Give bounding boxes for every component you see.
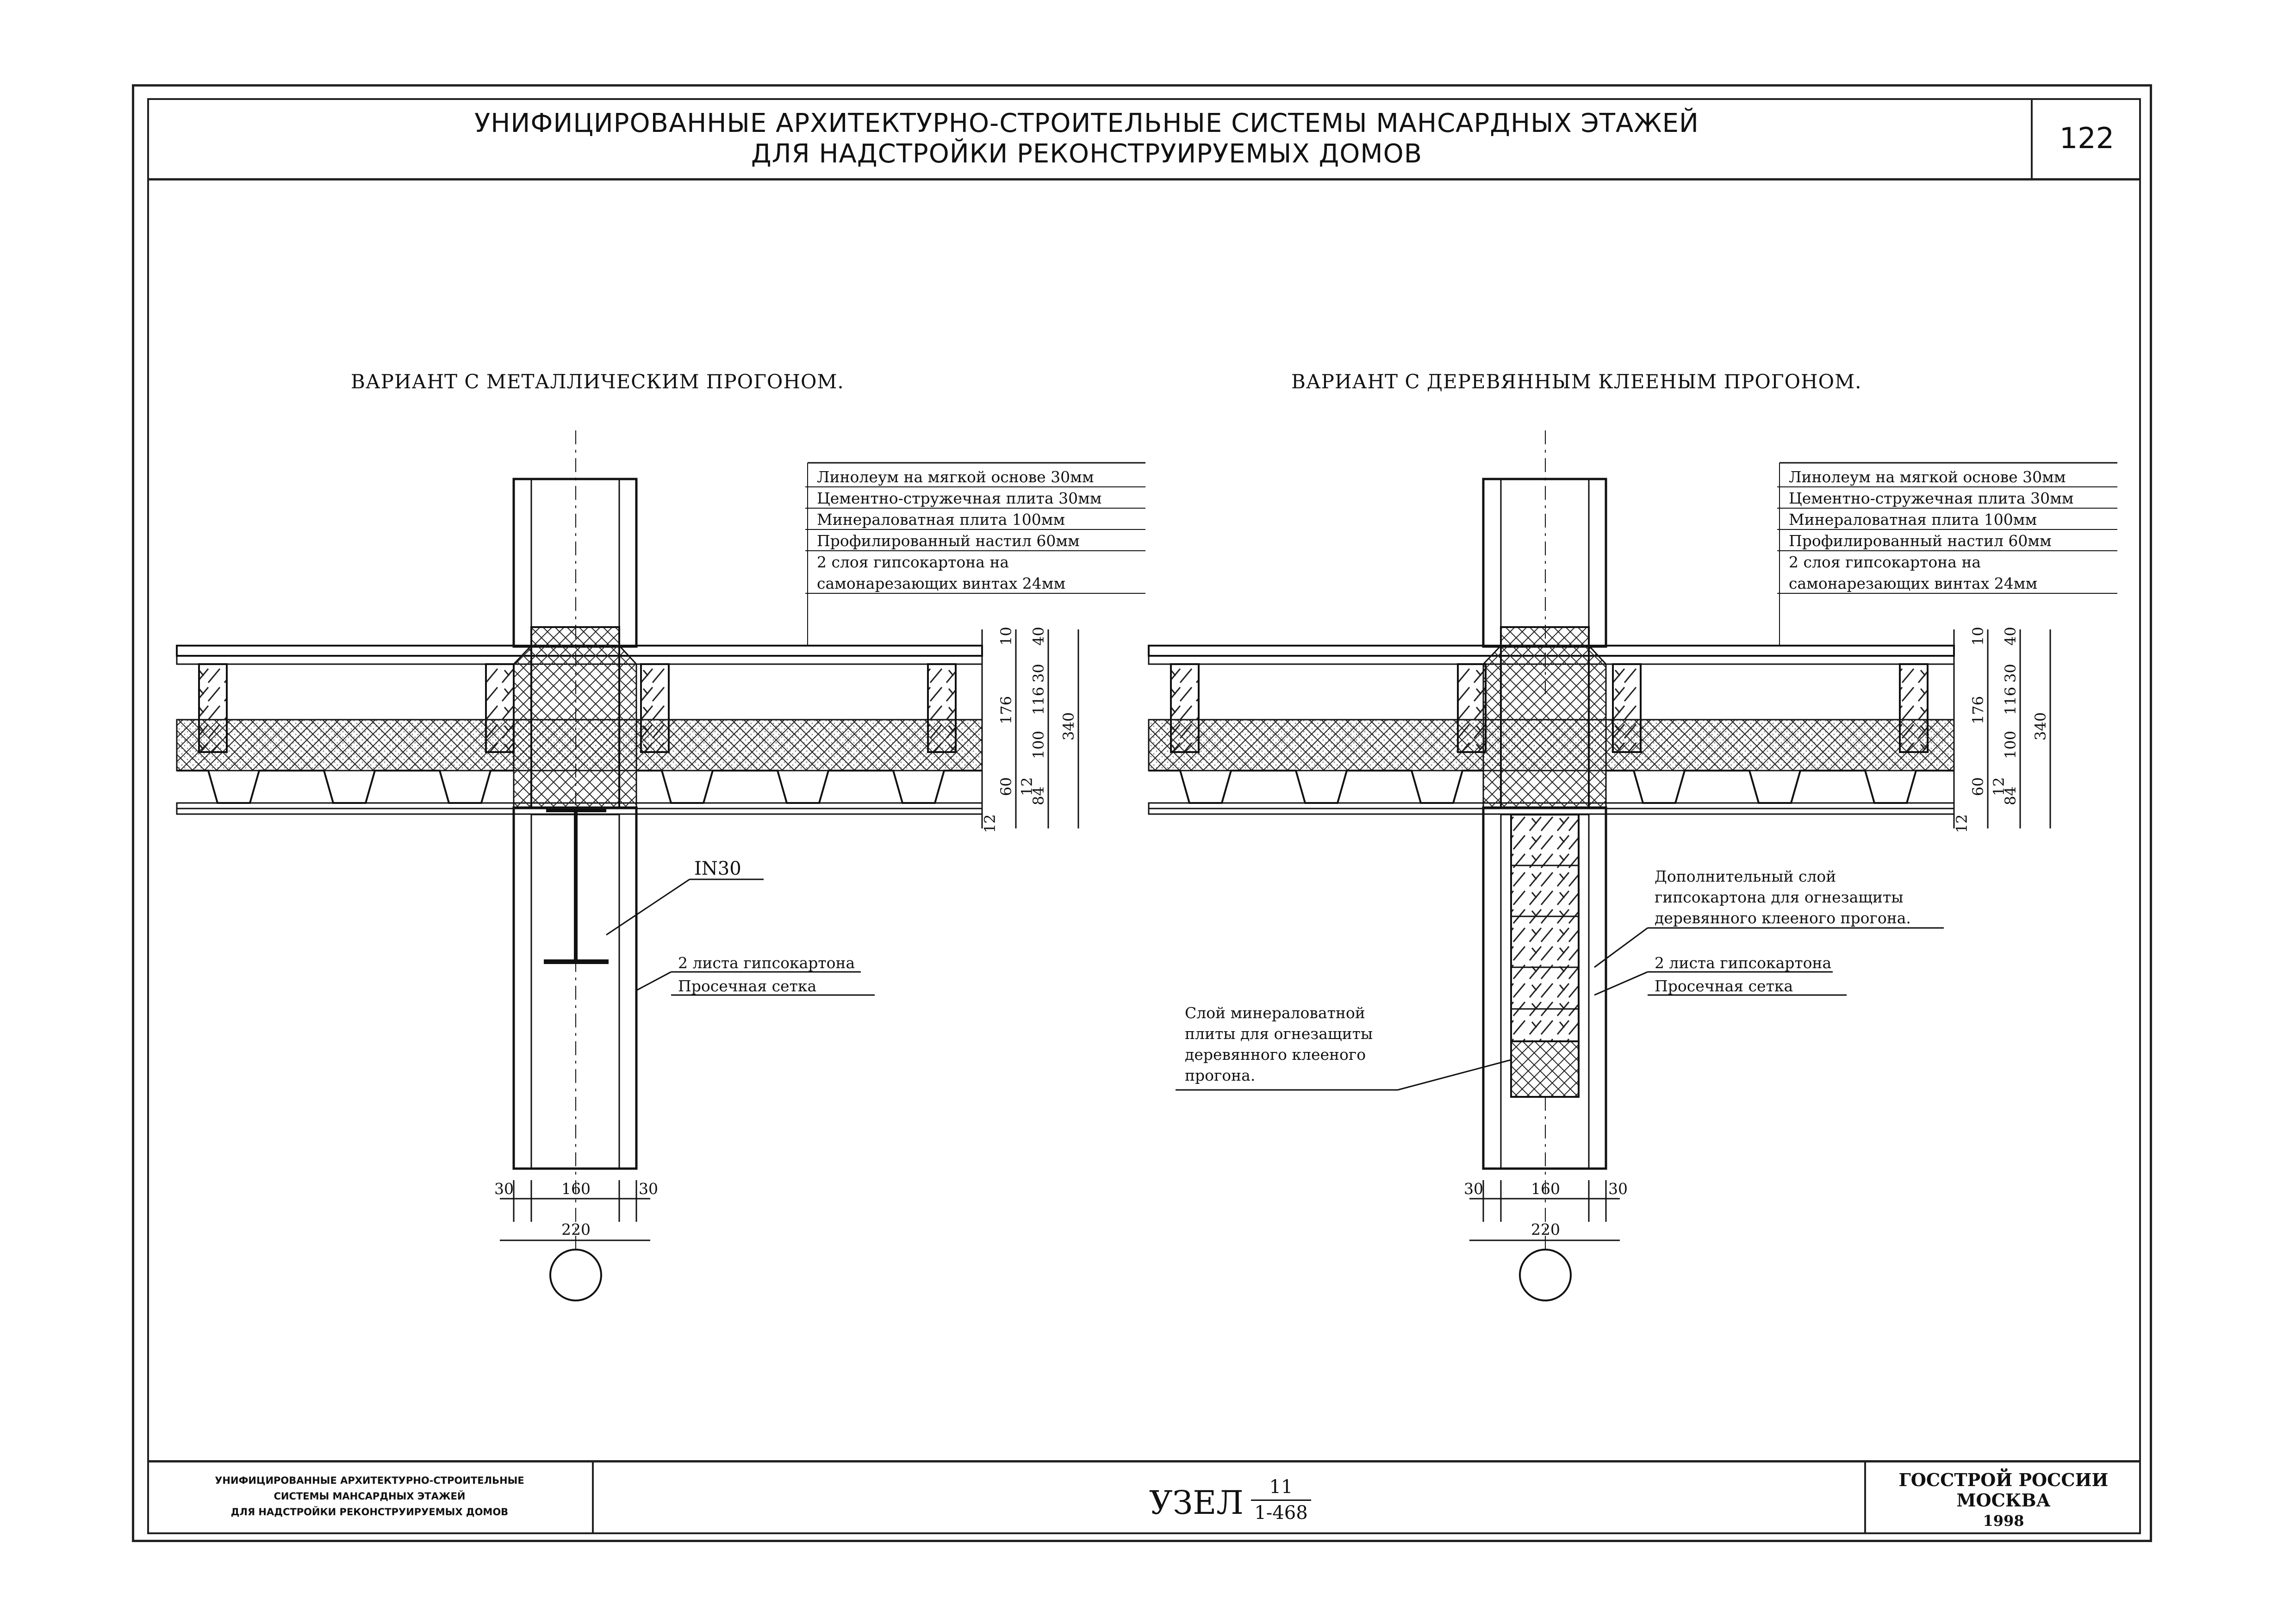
header-title-line1: УНИФИЦИРОВАННЫЕ АРХИТЕКТУРНО-СТРОИТЕЛЬНЫ… bbox=[474, 108, 1699, 138]
right-mesh-note: Просечная сетка bbox=[1655, 977, 1793, 995]
footer-project-line2: СИСТЕМЫ МАНСАРДНЫХ ЭТАЖЕЙ bbox=[274, 1491, 466, 1502]
left-dim-160: 160 bbox=[561, 1180, 591, 1198]
org-city: МОСКВА bbox=[1956, 1490, 2051, 1511]
org-year: 1998 bbox=[1983, 1512, 2024, 1530]
left-detail bbox=[176, 430, 1145, 1301]
right-vdim-12b: 12 bbox=[1953, 814, 1971, 833]
right-vdim-10: 10 bbox=[1969, 627, 1987, 646]
right-dim-160: 160 bbox=[1531, 1180, 1560, 1198]
left-vdim-12a: 12 bbox=[1018, 777, 1036, 796]
right-vdim-30: 30 bbox=[2002, 664, 2019, 683]
left-vdim-30: 30 bbox=[1030, 664, 1047, 683]
node-label: УЗЕЛ bbox=[1149, 1484, 1244, 1522]
left-layer-6: самонарезающих винтах 24мм bbox=[817, 574, 1065, 592]
right-vdim-12a: 12 bbox=[1990, 777, 2008, 796]
right-vdim-84: 84 bbox=[2002, 786, 2019, 805]
right-variant-title: ВАРИАНТ С ДЕРЕВЯННЫМ КЛЕЕНЫМ ПРОГОНОМ. bbox=[1291, 370, 1862, 393]
right-dim-30b: 30 bbox=[1608, 1180, 1628, 1198]
left-layer-3: Минераловатная плита 100мм bbox=[817, 510, 1065, 529]
node-series: 1-468 bbox=[1254, 1502, 1308, 1524]
right-gypsum-note: 2 листа гипсокартона bbox=[1655, 954, 1831, 972]
right-vdim-60: 60 bbox=[1969, 777, 1987, 796]
right-layer-1: Линолеум на мягкой основе 30мм bbox=[1789, 468, 2066, 486]
left-dim-220: 220 bbox=[561, 1220, 591, 1238]
page-number: 122 bbox=[2031, 98, 2141, 178]
right-vdim-100: 100 bbox=[2002, 731, 2019, 759]
right-layer-6: самонарезающих винтах 24мм bbox=[1789, 574, 2037, 592]
right-extra-note-1: Дополнительный слой bbox=[1655, 867, 1836, 885]
node-number: 11 bbox=[1269, 1476, 1293, 1498]
right-vdim-116: 116 bbox=[2002, 687, 2019, 715]
left-vdim-12b: 12 bbox=[981, 814, 999, 833]
left-vdim-100: 100 bbox=[1030, 731, 1047, 759]
left-vdim-40: 40 bbox=[1030, 627, 1047, 646]
sheet-header: УНИФИЦИРОВАННЫЕ АРХИТЕКТУРНО-СТРОИТЕЛЬНЫ… bbox=[147, 98, 2141, 180]
left-layer-2: Цементно-стружечная плита 30мм bbox=[817, 489, 1101, 507]
left-beam-label: IN30 bbox=[694, 858, 741, 879]
left-layer-1: Линолеум на мягкой основе 30мм bbox=[817, 468, 1094, 486]
footer-organization: ГОССТРОЙ РОССИИ МОСКВА 1998 bbox=[1864, 1462, 2141, 1534]
left-vdim-340: 340 bbox=[1060, 712, 1077, 740]
right-mineral-note-2: плиты для огнезащиты bbox=[1185, 1025, 1373, 1043]
left-vdim-176: 176 bbox=[997, 696, 1015, 724]
right-vdim-176: 176 bbox=[1969, 696, 1987, 724]
left-mesh-note: Просечная сетка bbox=[678, 977, 816, 995]
outer-frame bbox=[132, 84, 2152, 1542]
right-mineral-note-4: прогона. bbox=[1185, 1066, 1255, 1084]
footer-project-name: УНИФИЦИРОВАННЫЕ АРХИТЕКТУРНО-СТРОИТЕЛЬНЫ… bbox=[147, 1462, 594, 1534]
left-vdim-84: 84 bbox=[1030, 786, 1047, 805]
left-dim-30b: 30 bbox=[639, 1180, 658, 1198]
footer-project-line3: ДЛЯ НАДСТРОЙКИ РЕКОНСТРУИРУЕМЫХ ДОМОВ bbox=[230, 1506, 509, 1518]
left-vdim-60: 60 bbox=[997, 777, 1015, 796]
left-layer-5: 2 слоя гипсокартона на bbox=[817, 553, 1009, 571]
title-block: УНИФИЦИРОВАННЫЕ АРХИТЕКТУРНО-СТРОИТЕЛЬНЫ… bbox=[147, 1460, 2141, 1534]
left-dim-30a: 30 bbox=[494, 1180, 514, 1198]
inner-frame bbox=[147, 98, 2141, 1534]
footer-node-cell: УЗЕЛ 11 1-468 bbox=[594, 1462, 1864, 1534]
right-dim-220: 220 bbox=[1531, 1220, 1560, 1238]
right-layer-3: Минераловатная плита 100мм bbox=[1789, 510, 2037, 529]
right-mineral-note-1: Слой минераловатной bbox=[1185, 1004, 1365, 1022]
left-vdim-10: 10 bbox=[997, 627, 1015, 646]
right-layer-4: Профилированный настил 60мм bbox=[1789, 532, 2052, 550]
right-mineral-note-3: деревянного клееного bbox=[1185, 1045, 1366, 1064]
left-layer-4: Профилированный настил 60мм bbox=[817, 532, 1080, 550]
right-layer-2: Цементно-стружечная плита 30мм bbox=[1789, 489, 2073, 507]
left-vdim-116: 116 bbox=[1030, 687, 1047, 715]
right-extra-note-3: деревянного клееного прогона. bbox=[1655, 909, 1911, 927]
right-vdim-340: 340 bbox=[2032, 712, 2049, 740]
footer-project-line1: УНИФИЦИРОВАННЫЕ АРХИТЕКТУРНО-СТРОИТЕЛЬНЫ… bbox=[215, 1475, 524, 1486]
right-vdim-40: 40 bbox=[2002, 627, 2019, 646]
right-detail bbox=[1148, 430, 2117, 1301]
right-layer-5: 2 слоя гипсокартона на bbox=[1789, 553, 1981, 571]
node-fraction-line bbox=[1251, 1500, 1311, 1501]
header-title-line2: ДЛЯ НАДСТРОЙКИ РЕКОНСТРУИРУЕМЫХ ДОМОВ bbox=[751, 139, 1423, 169]
org-name: ГОССТРОЙ РОССИИ bbox=[1898, 1469, 2109, 1490]
right-dim-30a: 30 bbox=[1464, 1180, 1483, 1198]
right-extra-note-2: гипсокартона для огнезащиты bbox=[1655, 888, 1903, 906]
left-gypsum-note: 2 листа гипсокартона bbox=[678, 954, 855, 972]
left-variant-title: ВАРИАНТ С МЕТАЛЛИЧЕСКИМ ПРОГОНОМ. bbox=[351, 370, 844, 393]
